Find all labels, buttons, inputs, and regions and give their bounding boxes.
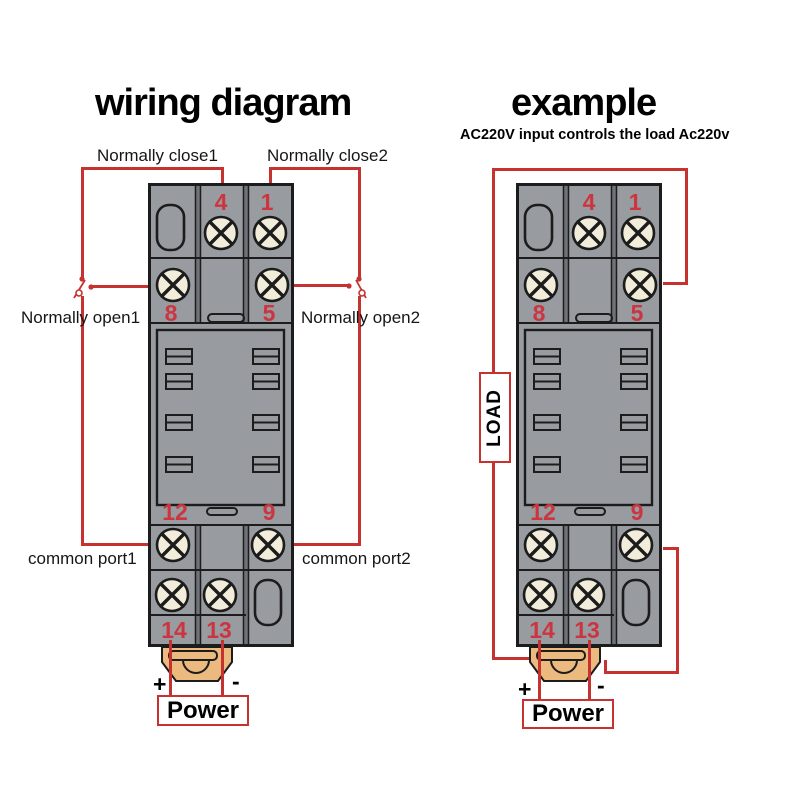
- wire-power-minus-right: [588, 640, 591, 702]
- screw-terminal: [252, 215, 288, 251]
- terminal-number: 9: [263, 499, 276, 525]
- label-common-port1: common port1: [28, 549, 137, 568]
- minus-sign-right: -: [597, 672, 605, 698]
- wire-nc1-drop: [221, 167, 224, 185]
- right-panel-title: example: [511, 82, 657, 124]
- wire-example-bottom-right: [604, 671, 679, 674]
- screw-terminal: [250, 527, 286, 563]
- wire-example-right: [685, 168, 688, 284]
- power-connector-left: [161, 646, 233, 682]
- vent-slots: [165, 348, 280, 473]
- terminal-number: 5: [263, 300, 276, 326]
- screw-terminal: [154, 577, 190, 613]
- key-slot-top: [575, 313, 613, 323]
- key-slot-bottom: [206, 507, 238, 516]
- terminal-number: 4: [215, 189, 228, 215]
- load-box: LOAD: [479, 372, 511, 463]
- terminal-number: 8: [533, 300, 546, 326]
- load-box-label: LOAD: [484, 388, 506, 447]
- label-normally-open1: Normally open1: [21, 308, 141, 327]
- wire-right-vertical-upper: [358, 167, 361, 278]
- screw-terminal: [202, 577, 238, 613]
- screw-terminal: [570, 577, 606, 613]
- wire-cp1: [81, 543, 149, 546]
- terminal-number: 14: [529, 617, 555, 643]
- wire-cp2: [294, 543, 361, 546]
- power-box-right-label: Power: [531, 700, 605, 727]
- wire-left-vertical-lower: [81, 296, 84, 545]
- power-connector-right: [529, 646, 601, 682]
- screw-terminal: [571, 215, 607, 251]
- screw-terminal: [523, 267, 559, 303]
- label-normally-close2: Normally close2: [267, 146, 388, 165]
- label-normally-close1: Normally close1: [97, 146, 218, 165]
- center-panel: [155, 328, 286, 507]
- right-panel-subtitle: AC220V input controls the load Ac220v: [460, 127, 730, 143]
- power-box-left: Power: [157, 695, 249, 726]
- wire-example-loop-right: [676, 547, 679, 674]
- relay-socket-left: 4 1 8 5 12 9 14 13: [148, 183, 294, 647]
- screw-terminal: [254, 267, 290, 303]
- mounting-hole-bottom: [621, 578, 651, 627]
- terminal-number: 8: [165, 300, 178, 326]
- wire-nc2-top: [269, 167, 360, 170]
- label-common-port2: common port2: [302, 549, 411, 568]
- center-panel: [523, 328, 654, 507]
- wire-power-minus: [221, 640, 224, 697]
- wire-example-t13-stub: [604, 660, 607, 674]
- screw-terminal: [203, 215, 239, 251]
- relay-socket-right: 4 1 8 5 12 9 14 13: [516, 183, 662, 647]
- wire-example-bottom-left: [492, 657, 533, 660]
- minus-sign-left: -: [232, 668, 240, 694]
- wire-no2: [294, 284, 348, 287]
- switch-symbol-2: [346, 276, 367, 299]
- terminal-number: 9: [631, 499, 644, 525]
- vent-slots: [533, 348, 648, 473]
- screw-terminal: [523, 527, 559, 563]
- power-box-right: Power: [522, 699, 614, 729]
- screw-terminal: [155, 267, 191, 303]
- plus-sign-right: +: [518, 676, 532, 702]
- wire-power-plus: [169, 640, 172, 697]
- wire-nc2-drop: [269, 167, 272, 185]
- wire-example-into-t5: [663, 282, 688, 285]
- column-grooves: [562, 186, 618, 644]
- terminal-number: 1: [261, 189, 274, 215]
- switch-symbol-1: [73, 276, 94, 299]
- wire-example-left-upper: [492, 168, 495, 373]
- terminal-number: 1: [629, 189, 642, 215]
- screw-terminal: [618, 527, 654, 563]
- wire-left-vertical-upper: [81, 167, 84, 278]
- wire-power-plus-right: [538, 640, 541, 702]
- mounting-hole-top: [523, 203, 554, 252]
- screw-terminal: [155, 527, 191, 563]
- terminal-number: 14: [161, 617, 187, 643]
- wire-right-vertical-lower: [358, 296, 361, 545]
- plus-sign-left: +: [153, 671, 167, 697]
- terminal-number: 5: [631, 300, 644, 326]
- left-panel-title: wiring diagram: [95, 82, 352, 124]
- label-normally-open2: Normally open2: [301, 308, 421, 327]
- screw-terminal: [620, 215, 656, 251]
- terminal-number: 12: [162, 499, 188, 525]
- terminal-number: 12: [530, 499, 556, 525]
- screw-terminal: [522, 577, 558, 613]
- screw-terminal: [622, 267, 658, 303]
- terminal-number: 13: [574, 617, 600, 643]
- terminal-number: 4: [583, 189, 596, 215]
- key-slot-bottom: [574, 507, 606, 516]
- wire-no1: [91, 285, 149, 288]
- power-box-left-label: Power: [166, 696, 240, 724]
- key-slot-top: [207, 313, 245, 323]
- wire-example-t9: [663, 547, 679, 550]
- wire-example-left-lower: [492, 458, 495, 659]
- mounting-hole-top: [155, 203, 186, 252]
- column-grooves: [194, 186, 250, 644]
- mounting-hole-bottom: [253, 578, 283, 627]
- wire-example-top: [492, 168, 688, 171]
- terminal-number: 13: [206, 617, 232, 643]
- wire-nc1-top: [81, 167, 224, 170]
